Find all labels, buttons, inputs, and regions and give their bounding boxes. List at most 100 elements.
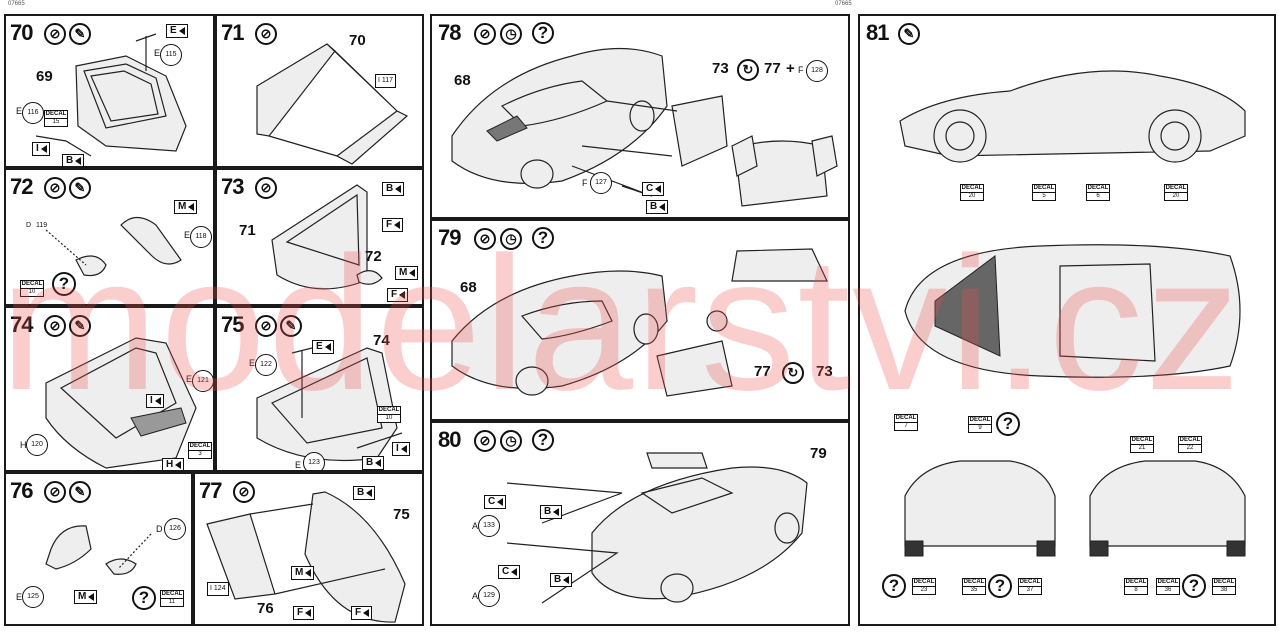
step-number: 72 bbox=[10, 174, 34, 199]
part-letter-tag: F bbox=[387, 288, 409, 302]
door-interior-drawing bbox=[256, 347, 403, 462]
part-letter-tag: B bbox=[353, 486, 376, 500]
question-icon: ? bbox=[532, 22, 554, 44]
part-callout: 72 bbox=[365, 248, 382, 265]
glue-icon: ⊘ bbox=[255, 23, 277, 45]
door-glass-drawing bbox=[206, 491, 406, 623]
part-letter-tag: B bbox=[382, 182, 405, 196]
door-window-drawing bbox=[271, 184, 383, 290]
car-door-fitting-drawing bbox=[451, 47, 838, 207]
question-icon: ? bbox=[132, 586, 156, 610]
part-letter: F bbox=[582, 178, 588, 188]
header-center-code: 07665 bbox=[835, 1, 852, 7]
step-number: 76 bbox=[10, 478, 34, 503]
part-letter-tag: C bbox=[642, 182, 665, 196]
car-door-fitting-drawing bbox=[451, 248, 828, 397]
part-number-badge: 125 bbox=[22, 586, 44, 608]
step-number: 77 bbox=[199, 478, 223, 503]
glue-icon: ⊘ bbox=[474, 430, 496, 452]
question-icon: ? bbox=[52, 272, 76, 296]
step-73-panel: 73 ⊘ 71 72 B F M F bbox=[215, 168, 424, 306]
part-letter-tag: F bbox=[382, 218, 404, 232]
step-number: 80 bbox=[438, 427, 462, 452]
part-letter: A bbox=[472, 591, 479, 601]
glue-icon: ⊘ bbox=[474, 228, 496, 250]
part-letter-tag: C bbox=[484, 495, 507, 509]
part-letter-tag: B bbox=[62, 154, 85, 166]
step-71-panel: 71 ⊘ 70 I 117 bbox=[215, 14, 424, 168]
question-icon: ? bbox=[532, 429, 554, 451]
part-letter: E bbox=[16, 592, 23, 602]
part-number-badge: 118 bbox=[190, 226, 212, 248]
glue-icon: ⊘ bbox=[255, 177, 277, 199]
question-icon: ? bbox=[988, 574, 1012, 598]
step-77-panel: 77 ⊘ B 75 I 124 M 76 F F bbox=[193, 472, 424, 626]
step-number: 70 bbox=[10, 20, 34, 45]
flip-icon: ↻ bbox=[782, 362, 804, 384]
header-left-code: 07665 bbox=[8, 1, 25, 7]
glue-icon: ⊘ bbox=[44, 23, 66, 45]
car-hood-fitting-drawing bbox=[506, 452, 808, 604]
part-letter-tag: M bbox=[74, 590, 98, 604]
part-number-badge: 126 bbox=[164, 518, 186, 540]
part-letter: E bbox=[295, 460, 302, 470]
step-78-panel: 78 ⊘ ◷ ? 68 73 ↻ 77 + F 128 F 127 C B bbox=[430, 14, 850, 219]
step-number: 74 bbox=[10, 312, 34, 337]
part-letter-tag: M bbox=[174, 200, 198, 214]
part-number-badge: 133 bbox=[478, 515, 500, 537]
part-letter-tag: B bbox=[362, 456, 385, 470]
part-letter: D bbox=[156, 524, 163, 534]
question-icon: ? bbox=[532, 227, 554, 249]
part-number-badge: 115 bbox=[160, 44, 182, 66]
part-letter-tag: E bbox=[312, 340, 334, 354]
clock-icon: ◷ bbox=[500, 23, 522, 45]
formula-plus: + bbox=[786, 60, 795, 77]
glue-icon: ⊘ bbox=[474, 23, 496, 45]
part-letter: E bbox=[16, 106, 23, 116]
door-panel-drawing bbox=[45, 337, 197, 469]
part-letter-tag: B bbox=[550, 573, 573, 587]
part-letter: F bbox=[798, 65, 804, 75]
part-letter-tag: F bbox=[293, 606, 315, 620]
part-letter-tag: M bbox=[291, 566, 315, 580]
part-callout: 75 bbox=[393, 506, 410, 523]
glue-icon: ⊘ bbox=[255, 315, 277, 337]
window-glass-drawing bbox=[256, 43, 409, 165]
clear-part-box: I 124 bbox=[207, 582, 229, 596]
part-letter: A bbox=[472, 521, 479, 531]
paint-icon: ✎ bbox=[69, 481, 91, 503]
part-letter-tag: F bbox=[351, 606, 373, 620]
decal-placement-drawing bbox=[899, 70, 1246, 557]
flip-icon: ↻ bbox=[737, 59, 759, 81]
mirror-drawing bbox=[45, 525, 152, 575]
part-letter-tag: B bbox=[646, 200, 669, 214]
part-letter: E bbox=[154, 48, 161, 58]
clear-part-box: I 117 bbox=[375, 74, 397, 88]
part-letter-tag: M bbox=[395, 266, 419, 280]
step-number: 71 bbox=[221, 20, 245, 45]
mirror-drawing bbox=[45, 216, 182, 277]
formula-part: 73 bbox=[816, 363, 833, 380]
step-80-panel: 80 ⊘ ◷ ? 79 C B A 133 C B A 129 bbox=[430, 421, 850, 626]
part-letter: E bbox=[186, 374, 193, 384]
part-callout: 74 bbox=[373, 332, 390, 349]
part-letter-tag: I bbox=[32, 142, 50, 156]
step-number: 79 bbox=[438, 225, 462, 250]
paint-icon: ✎ bbox=[280, 315, 302, 337]
